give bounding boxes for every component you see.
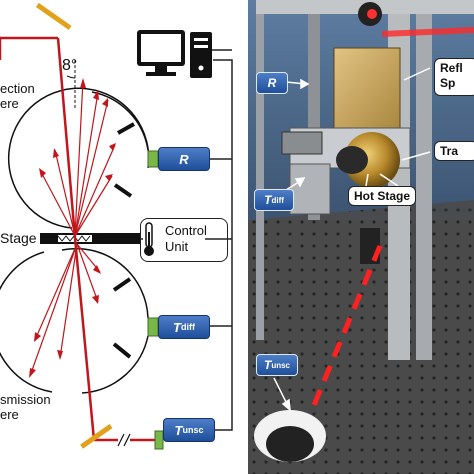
reflection-sphere-photo [333, 47, 401, 129]
control-unit-label-line2: Unit [165, 239, 189, 254]
detector-tunsc-sub: unsc [182, 425, 204, 435]
photo-svg [248, 0, 474, 474]
thermometer-icon [144, 222, 154, 256]
reflection-sphere-label: ection ere [0, 81, 35, 111]
beam-break-mark [117, 433, 131, 447]
photo-detector-r-label: R [267, 76, 277, 90]
angle-arc [66, 75, 76, 79]
detector-tunsc-main: T [174, 422, 183, 438]
transmission-sphere-label-line1: smission [0, 392, 51, 407]
callout-hot-stage: Hot Stage [348, 186, 417, 206]
callout-reflection-line2: Sp [440, 76, 456, 90]
computer-icon [137, 30, 212, 78]
scatter-rays-transmission [29, 243, 101, 377]
transmission-sphere-label-line2: ere [0, 407, 19, 422]
schematic-svg [0, 2, 233, 450]
photo-detector-tunsc-main: T [263, 358, 272, 372]
laser-beam [0, 36, 155, 442]
reflection-sphere-label-line2: ere [0, 96, 19, 111]
reflection-sphere-label-line1: ection [0, 81, 35, 96]
photo-detector-tdiff-sub: diff [271, 195, 284, 205]
reflection-sphere [7, 87, 159, 229]
control-unit-label-line1: Control [165, 223, 207, 238]
laser-beam-down-photo [309, 245, 383, 411]
control-unit-label: Control Unit [165, 223, 207, 255]
transmission-sphere-photo [344, 132, 400, 188]
scatter-arrowheads-transmission [29, 265, 101, 378]
scatter-arrowheads-reflection [39, 78, 116, 181]
scatter-rays-reflection [39, 79, 116, 237]
transmission-sphere-label: smission ere [0, 392, 51, 422]
hot-stage [40, 233, 140, 244]
callout-reflection-line1: Refl [440, 61, 463, 75]
detector-r: R [158, 147, 210, 171]
photo-arrows [273, 67, 431, 412]
detector-tdiff-main: T [173, 319, 181, 335]
detector-r-label: R [179, 151, 189, 167]
photo-detector-tunsc-sub: unsc [271, 360, 290, 370]
callout-reflection: Refl Sp [434, 58, 474, 96]
callout-hot-stage-label: Hot Stage [354, 189, 411, 203]
callout-transmission-label: Tra [440, 144, 459, 158]
photo-detector-tdiff-main: T [264, 193, 272, 207]
callout-transmission: Tra [434, 141, 474, 161]
unsc-port [154, 430, 164, 450]
control-unit-box: Control Unit [140, 218, 228, 262]
angle-label: 8° [62, 57, 78, 74]
laser-beam-photo [381, 27, 474, 37]
photo-detector-r: R [256, 72, 288, 94]
hot-stage-label: Stage [0, 230, 37, 246]
mirror-bottom [80, 424, 113, 449]
mirror-top [35, 2, 72, 30]
detector-tdiff-sub: diff [180, 322, 195, 332]
transmission-sphere [0, 247, 159, 394]
schematic-panel: 8° ection ere Stage smission ere Control… [0, 2, 233, 450]
wire-bus [213, 59, 233, 431]
